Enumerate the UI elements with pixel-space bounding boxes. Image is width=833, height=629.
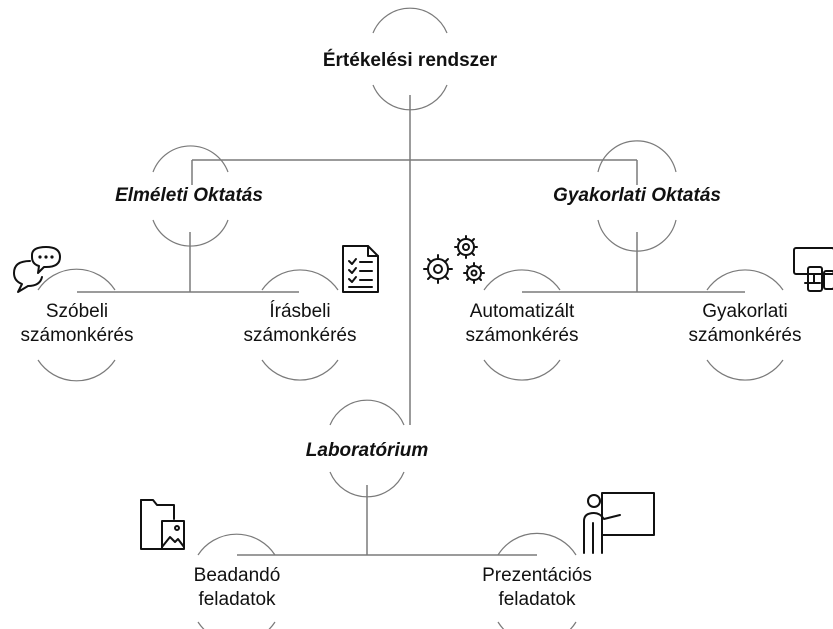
automated-line1: Automatizált bbox=[469, 301, 575, 322]
practical-line1: Gyakorlati bbox=[702, 301, 788, 322]
theory-group-label: Elméleti Oktatás bbox=[115, 185, 263, 206]
present-line1: Prezentációs bbox=[482, 565, 592, 586]
present-arc-top bbox=[497, 532, 577, 556]
lab-group-label: Laboratórium bbox=[305, 440, 429, 461]
practical-arc-bottom bbox=[706, 359, 784, 381]
homework-line1: Beadandó bbox=[193, 565, 281, 586]
oral-exam-label: Szóbeli számonkérés bbox=[21, 300, 134, 348]
automated-line2: számonkérés bbox=[465, 324, 579, 346]
homework-arc-bottom bbox=[197, 621, 276, 629]
homework-arc-top bbox=[197, 533, 276, 556]
root-label: Értékelési rendszer bbox=[322, 50, 498, 71]
practical-arc-top bbox=[706, 269, 784, 291]
present-arc-bottom bbox=[497, 621, 577, 629]
practice-group-label: Gyakorlati Oktatás bbox=[553, 185, 721, 206]
lab-arc-bottom bbox=[329, 471, 405, 498]
present-line2: feladatok bbox=[498, 588, 576, 610]
oral-line1: Szóbeli bbox=[45, 301, 109, 322]
automated-exam-label: Automatizált számonkérés bbox=[466, 300, 579, 348]
written-line1: Írásbeli bbox=[269, 301, 331, 322]
homework-label: Beadandó feladatok bbox=[194, 564, 281, 612]
folder-image-icon bbox=[138, 497, 188, 555]
practical-line2: számonkérés bbox=[688, 324, 802, 346]
practical-exam-label: Gyakorlati számonkérés bbox=[689, 300, 802, 348]
written-arc-top bbox=[261, 269, 339, 291]
chat-bubbles-icon bbox=[10, 245, 62, 295]
written-line2: számonkérés bbox=[243, 324, 357, 346]
theory-arc-top bbox=[152, 145, 229, 173]
oral-arc-bottom bbox=[37, 359, 116, 382]
checklist-document-icon bbox=[340, 243, 382, 295]
computer-devices-icon bbox=[790, 245, 833, 300]
presenter-board-icon bbox=[580, 489, 660, 557]
root-arc-bottom bbox=[372, 84, 448, 111]
oral-line2: számonkérés bbox=[20, 324, 134, 346]
automated-arc-bottom bbox=[483, 359, 561, 381]
homework-line2: feladatok bbox=[198, 588, 276, 610]
lab-arc-top bbox=[329, 399, 405, 426]
connector-lines bbox=[77, 95, 745, 556]
theory-arc-bottom bbox=[152, 219, 229, 247]
gears-icon bbox=[420, 233, 490, 295]
automated-arc-top bbox=[483, 269, 561, 291]
presentation-label: Prezentációs feladatok bbox=[482, 564, 592, 612]
node-arcs bbox=[37, 7, 784, 629]
written-arc-bottom bbox=[261, 359, 339, 381]
oral-arc-top bbox=[37, 268, 116, 291]
practice-arc-bottom bbox=[597, 219, 677, 252]
practice-arc-top bbox=[597, 140, 677, 173]
root-arc-top bbox=[372, 7, 448, 34]
written-exam-label: Írásbeli számonkérés bbox=[244, 300, 357, 348]
